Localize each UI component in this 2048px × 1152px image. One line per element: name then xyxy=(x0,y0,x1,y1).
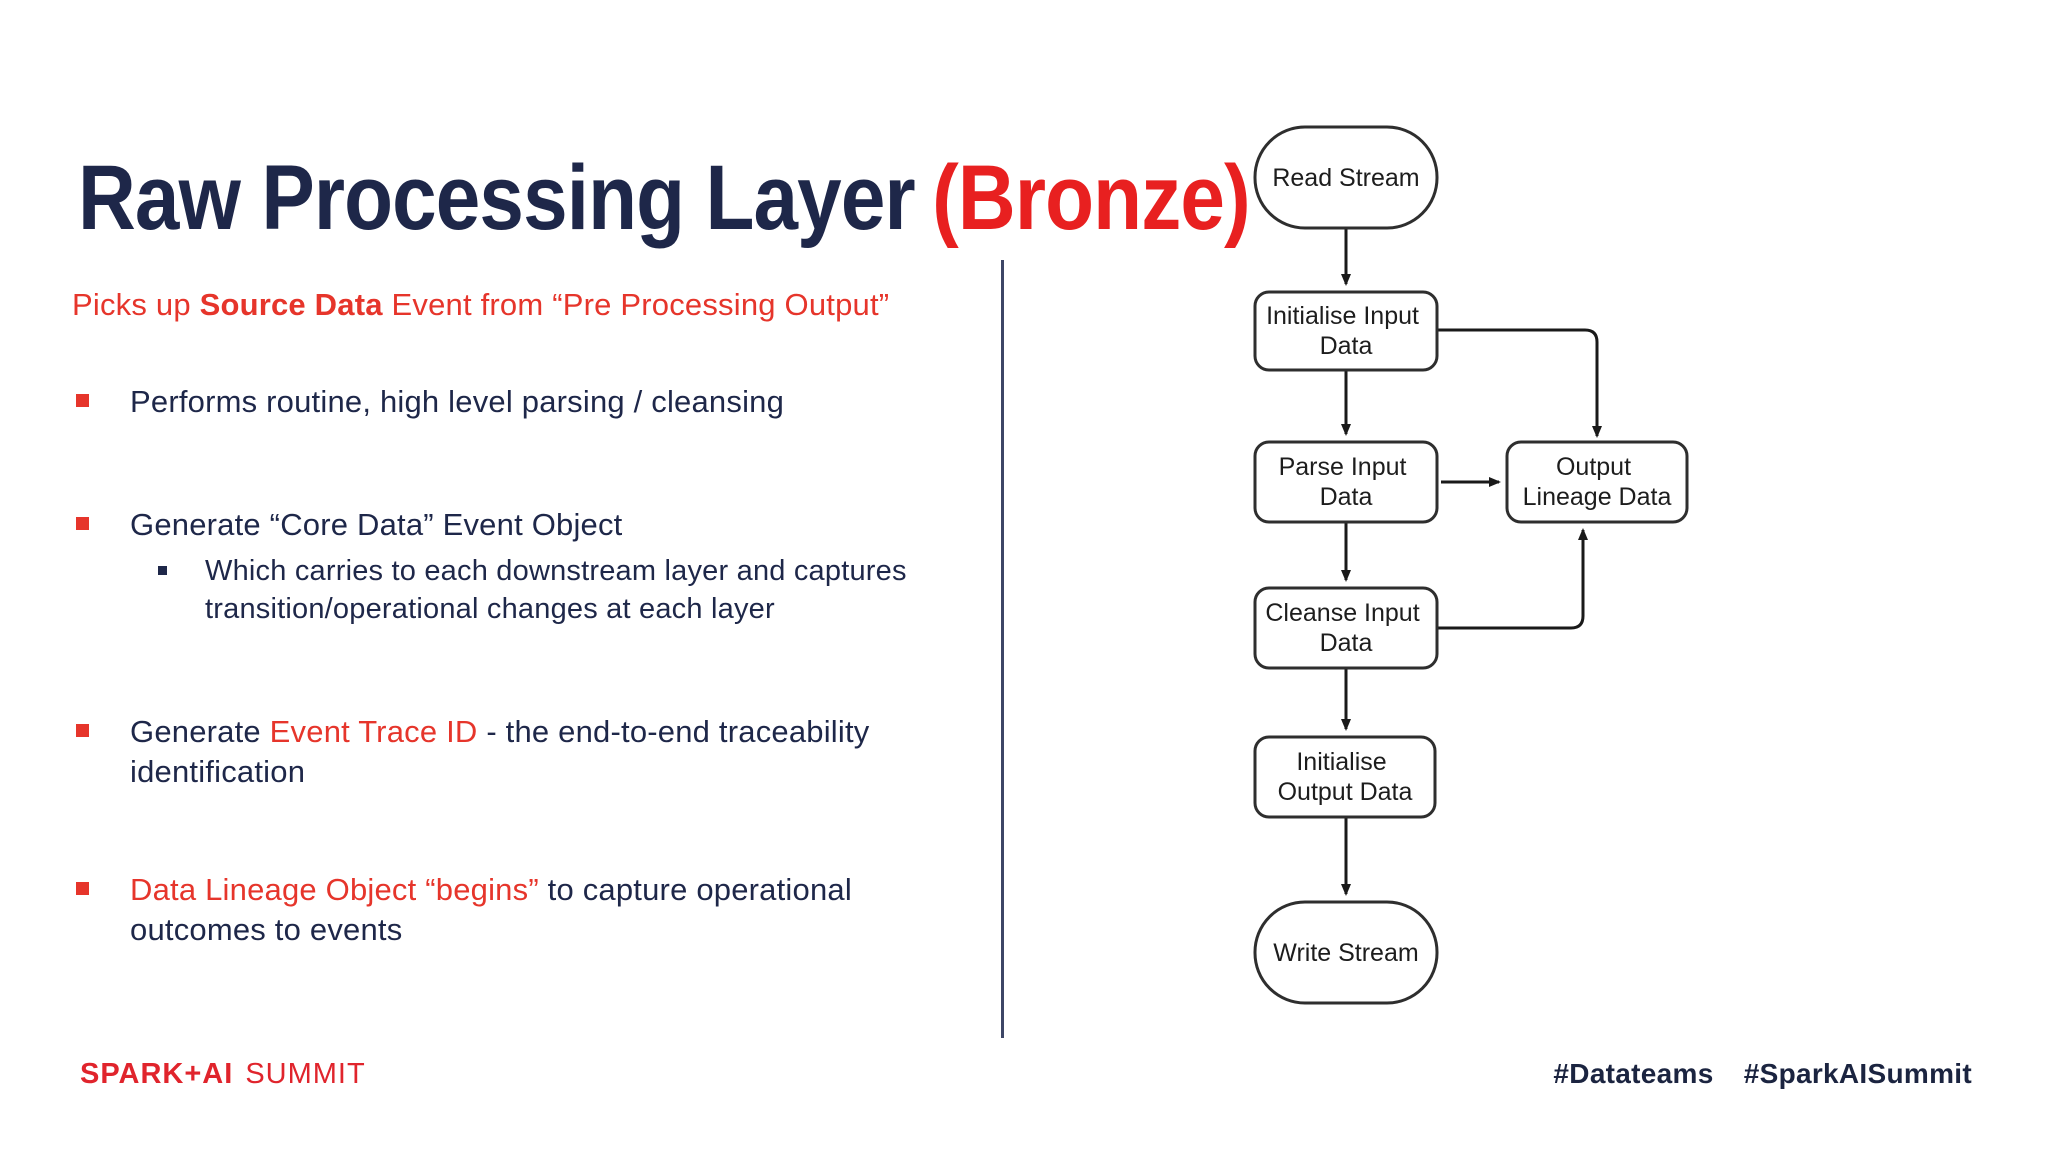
hashtag-sparkaisummit: #SparkAISummit xyxy=(1743,1058,1972,1089)
flow-node-label: Initialise Input Data xyxy=(1266,302,1426,360)
flow-node-label: Parse Input Data xyxy=(1279,453,1414,511)
bullet-text: Data Lineage Object “begins” to capture … xyxy=(130,870,930,950)
bullet-text-part: - the end-to-end traceability identifica… xyxy=(130,714,870,789)
edge-cleanse-to-output-lineage xyxy=(1437,528,1588,630)
bullet-text: Performs routine, high level parsing / c… xyxy=(130,384,785,419)
intro-line: Picks up Source Data Event from “Pre Pro… xyxy=(72,287,889,323)
bullet-data-lineage: Data Lineage Object “begins” to capture … xyxy=(76,870,930,950)
flowchart-diagram: Read Stream Initialise Input Data Parse … xyxy=(1253,125,1689,1005)
bullet-text-red: Event Trace ID xyxy=(269,714,478,749)
flow-node-initialise-output-data: Initialise Output Data xyxy=(1253,735,1437,819)
bullet-text-part: to capture operational outcomes to event… xyxy=(130,872,852,947)
intro-part3: Event from “Pre Processing Output” xyxy=(382,287,890,322)
bullet-square-icon xyxy=(76,882,89,895)
title-main: Raw Processing Layer xyxy=(78,146,916,249)
bullet-event-trace: Generate Event Trace ID - the end-to-end… xyxy=(76,712,930,792)
logo-spark-ai: SPARK+AI xyxy=(80,1058,234,1090)
flow-node-label: Cleanse Input Data xyxy=(1265,599,1426,657)
flow-node-label: Initialise Output Data xyxy=(1278,748,1413,806)
intro-part1: Picks up xyxy=(72,287,200,322)
subbullet-downstream: Which carries to each downstream layer a… xyxy=(158,552,935,628)
hashtag-datateams: #Datateams xyxy=(1553,1058,1714,1089)
flow-node-label: Output Lineage Data xyxy=(1523,453,1672,511)
flow-node-read-stream: Read Stream xyxy=(1253,125,1439,230)
intro-source-data: Source Data xyxy=(199,287,383,322)
subbullet-text: Which carries to each downstream layer a… xyxy=(205,555,907,625)
bullet-text-part: Generate xyxy=(130,714,270,749)
flow-node-label: Read Stream xyxy=(1272,164,1419,192)
subbullet-square-icon xyxy=(158,566,167,575)
bullet-parsing: Performs routine, high level parsing / c… xyxy=(76,382,930,422)
title-suffix: (Bronze) xyxy=(932,146,1250,249)
flow-node-write-stream: Write Stream xyxy=(1253,900,1439,1005)
flow-node-parse-input-data: Parse Input Data xyxy=(1253,440,1439,524)
bullet-square-icon xyxy=(76,724,89,737)
bullet-square-icon xyxy=(76,394,89,407)
logo-summit: SUMMIT xyxy=(245,1058,366,1090)
spark-ai-summit-logo: SPARK+AI SUMMIT xyxy=(80,1058,366,1091)
bullet-text: Generate Event Trace ID - the end-to-end… xyxy=(130,712,930,792)
bullet-core-data: Generate “Core Data” Event Object xyxy=(76,505,930,545)
page-title: Raw Processing Layer(Bronze) xyxy=(78,146,1251,251)
flow-node-cleanse-input-data: Cleanse Input Data xyxy=(1253,586,1439,670)
bullet-text-red: Data Lineage Object “begins” xyxy=(130,872,539,907)
flow-node-output-lineage-data: Output Lineage Data xyxy=(1505,440,1689,524)
flow-node-initialise-input-data: Initialise Input Data xyxy=(1253,290,1439,372)
bullet-text: Generate “Core Data” Event Object xyxy=(130,507,623,542)
divider-line xyxy=(1001,260,1004,1038)
bullet-square-icon xyxy=(76,517,89,530)
edge-initialise-input-to-output-lineage xyxy=(1437,328,1602,438)
flow-node-label: Write Stream xyxy=(1273,939,1418,967)
hashtags: #Datateams #SparkAISummit xyxy=(1553,1058,1972,1090)
